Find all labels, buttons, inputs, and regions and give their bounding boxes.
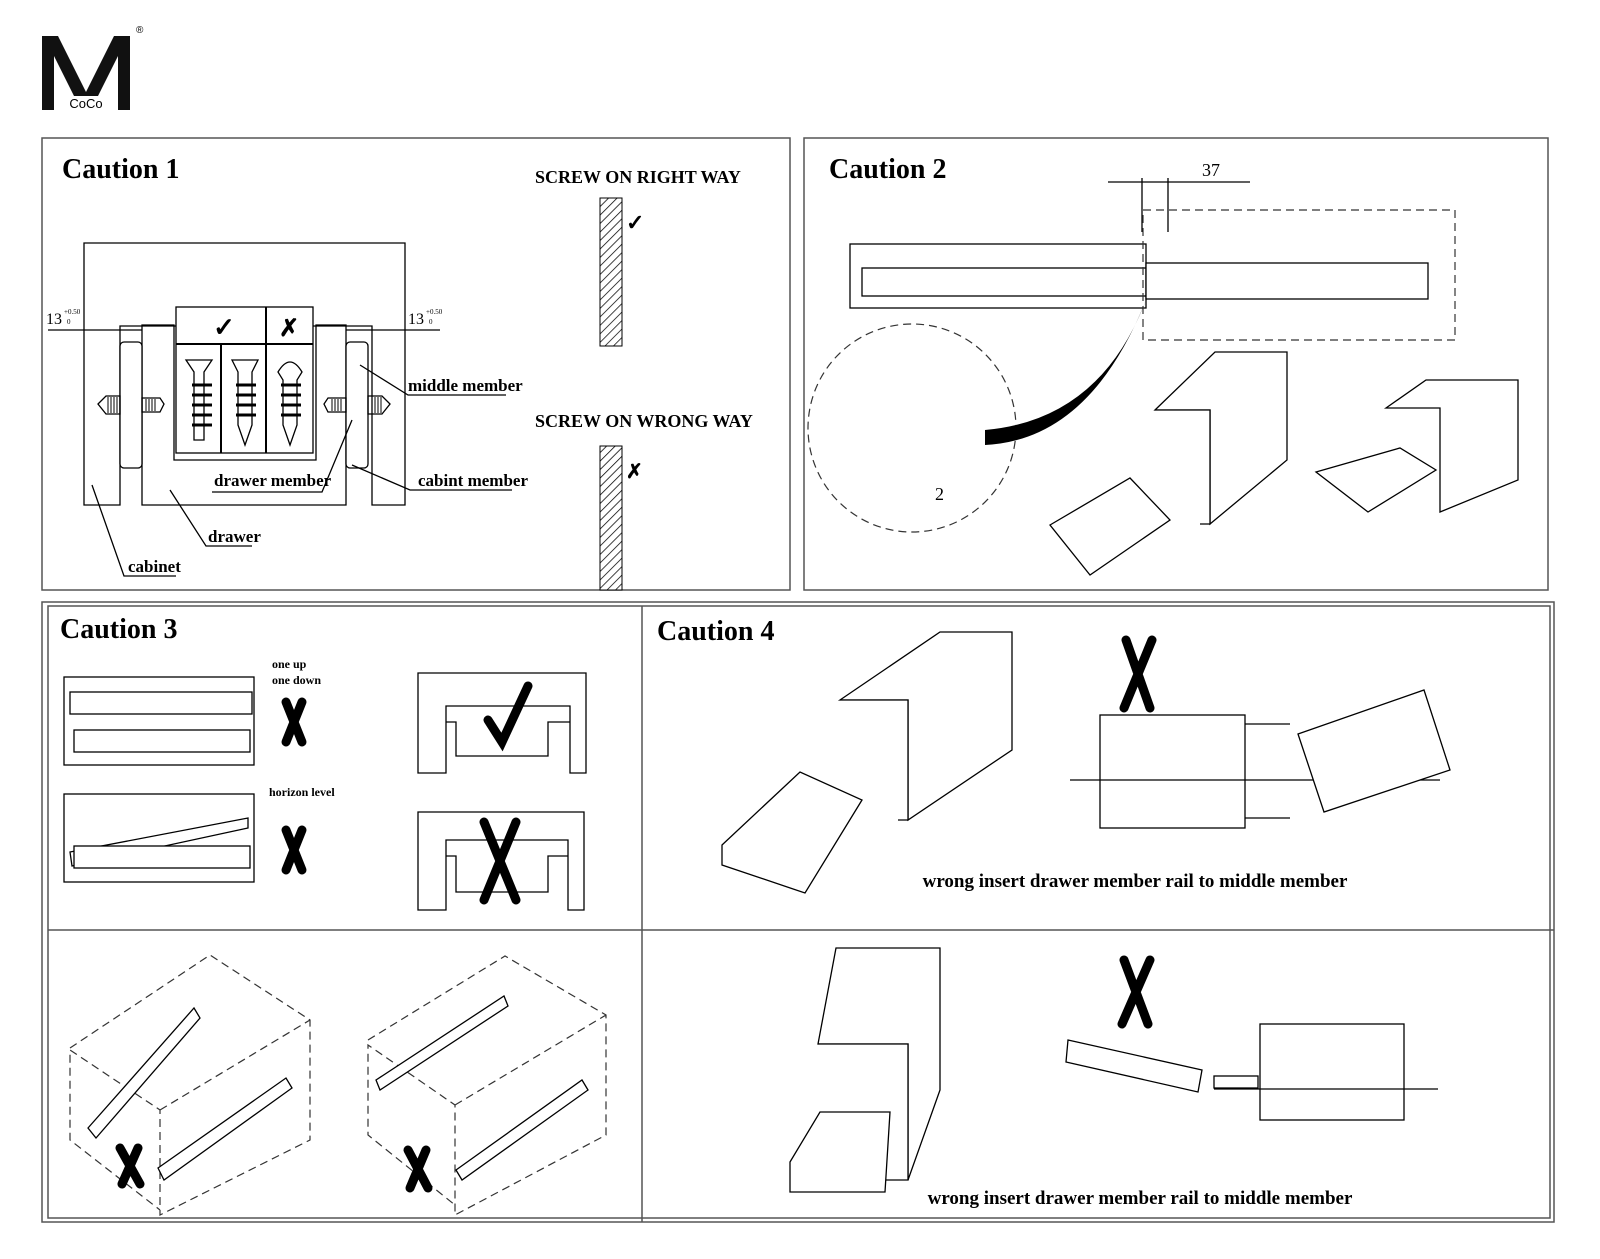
caution-1-panel: Caution 1 ✓ ✗ 13 +0.50 0 13 +0.5: [41, 137, 791, 591]
registered-mark: ®: [136, 25, 144, 36]
check-icon: ✓: [213, 313, 235, 342]
cross-icon-cab-right: [403, 1145, 433, 1193]
dim-37: 37: [1202, 160, 1220, 180]
screw-icons: [184, 359, 303, 447]
screw-right-heading: SCREW ON RIGHT WAY: [535, 167, 741, 187]
label-drawer-member: drawer member: [214, 471, 332, 490]
caution-3-panel: Caution 3 one up one down horizon level: [60, 614, 607, 1216]
label-drawer: drawer: [208, 527, 261, 546]
brand-logo: CoCo ®: [42, 25, 144, 111]
label-one-up: one up: [272, 657, 307, 671]
label-middle-member: middle member: [408, 376, 523, 395]
cabinet-drawing: [1049, 351, 1519, 576]
logo-subtext: CoCo: [69, 96, 102, 111]
dim-right-value: 13: [408, 311, 424, 328]
label-cabinet-member: cabint member: [418, 471, 528, 490]
cross-icon: ✗: [279, 316, 299, 342]
caution-4-title: Caution 4: [657, 616, 774, 647]
cross-icon-top: [1119, 635, 1157, 713]
dim-left-value: 13: [46, 311, 62, 328]
right-rail: [323, 341, 391, 469]
cross-icon-wrong: [479, 817, 521, 905]
cross-icon-one-up: [281, 697, 307, 747]
cross-icon-cab-left: [115, 1143, 145, 1189]
check-icon-correct: [483, 681, 533, 752]
caution-2-panel: Caution 2 37 2: [803, 137, 1549, 591]
dim-2: 2: [935, 484, 944, 504]
dim-right-upper: +0.50: [426, 308, 443, 316]
screw-right-check-icon: ✓: [626, 210, 644, 235]
caution-4-panel: Caution 4 wrong insert drawer member rai…: [657, 616, 1451, 1209]
dim-right-lower: 0: [429, 318, 433, 326]
label-horizon-level: horizon level: [269, 785, 335, 799]
caption-bottom: wrong insert drawer member rail to middl…: [928, 1188, 1353, 1209]
screw-wrong-cross-icon: ✗: [626, 461, 643, 483]
dim-left-upper: +0.50: [64, 308, 81, 316]
caption-top: wrong insert drawer member rail to middl…: [923, 871, 1348, 892]
left-rail: [97, 341, 165, 469]
label-one-down: one down: [272, 673, 321, 687]
cross-icon-bottom: [1117, 955, 1155, 1029]
caution-2-title: Caution 2: [829, 154, 946, 185]
caution-1-title: Caution 1: [62, 154, 179, 185]
label-cabinet: cabinet: [128, 557, 181, 576]
dim-left-lower: 0: [67, 318, 71, 326]
caution-3-title: Caution 3: [60, 614, 177, 645]
cross-icon-horizon: [281, 825, 307, 875]
screw-wrong-heading: SCREW ON WRONG WAY: [535, 411, 753, 431]
